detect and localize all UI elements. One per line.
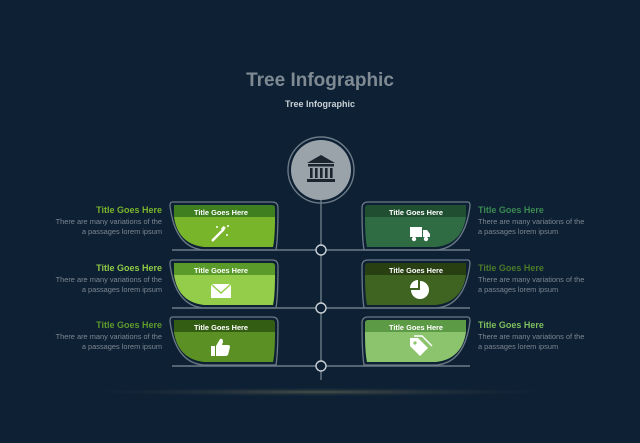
leaf-band [174, 320, 275, 332]
leaf-label: Title Goes Here [193, 323, 249, 332]
pie-chart-icon [410, 280, 429, 299]
leaf-band [174, 205, 275, 217]
branch-description: There are many variations of the a passa… [478, 332, 585, 351]
branch-description: There are many variations of the a passa… [55, 332, 162, 351]
branch-title: Title Goes Here [96, 263, 162, 273]
leaf-band [365, 320, 466, 332]
bank-icon [307, 155, 335, 182]
junction-node [315, 244, 327, 256]
leaf-band [174, 263, 275, 275]
branch-title: Title Goes Here [478, 205, 544, 215]
branch-title: Title Goes Here [96, 205, 162, 215]
branch-title: Title Goes Here [478, 263, 544, 273]
branch-description: There are many variations of the a passa… [478, 217, 585, 236]
leaf-label: Title Goes Here [193, 208, 249, 217]
magic-wand-icon [211, 225, 229, 242]
leaf-body [174, 217, 275, 247]
leaf-band [365, 205, 466, 217]
junction-nodes [315, 244, 327, 372]
root-node [287, 136, 355, 204]
leaf-label: Title Goes Here [193, 266, 249, 275]
mail-icon [210, 283, 232, 298]
branch-title: Title Goes Here [478, 320, 544, 330]
ground-shadow [50, 387, 590, 397]
page-title: Tree Infographic [246, 70, 394, 91]
leaf-left-1 [169, 201, 279, 251]
branch-description: There are many variations of the a passa… [55, 217, 162, 236]
page-subtitle: Tree Infographic [284, 99, 355, 109]
junction-node [315, 302, 327, 314]
leaf-label: Title Goes Here [388, 266, 444, 275]
leaf-band [365, 263, 466, 275]
leaf-label: Title Goes Here [388, 208, 444, 217]
thumbs-up-icon [211, 338, 230, 356]
truck-icon [410, 227, 430, 242]
branch-title: Title Goes Here [96, 320, 162, 330]
branch-description: There are many variations of the a passa… [55, 275, 162, 294]
tags-icon [410, 335, 433, 356]
leaf-right-2 [361, 259, 471, 309]
junction-node [315, 360, 327, 372]
leaf-label: Title Goes Here [388, 323, 444, 332]
branch-description: There are many variations of the a passa… [478, 275, 585, 294]
